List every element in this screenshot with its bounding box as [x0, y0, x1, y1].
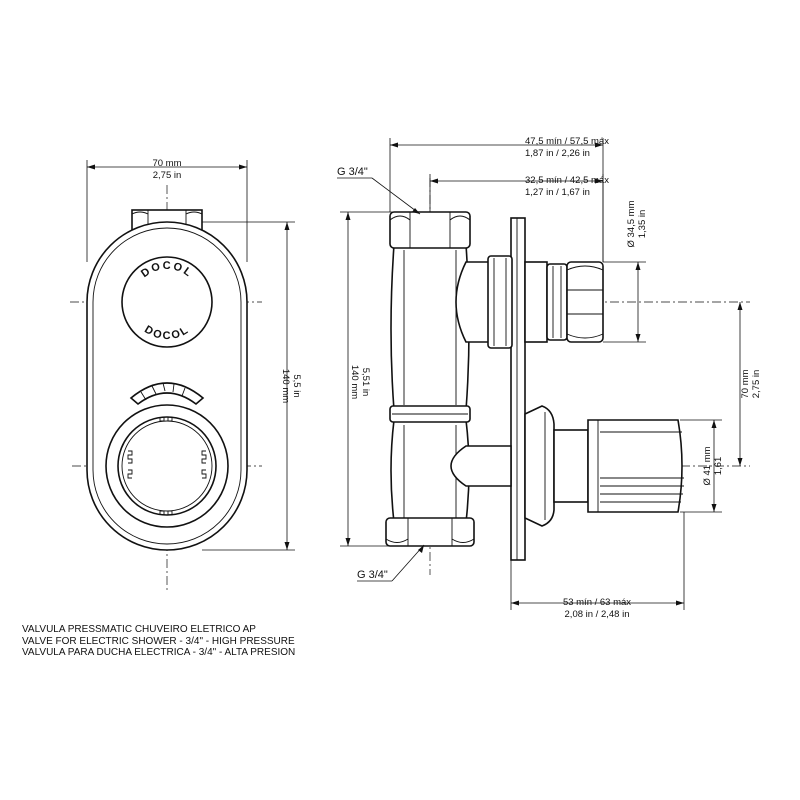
caption-line-es: VALVULA PARA DUCHA ELECTRICA - 3/4" - AL… [22, 647, 296, 659]
spacing-in: 2,75 in [751, 370, 762, 399]
side-view: G 3/4" G 3/4" 47,5 mín / 57,5 máx 1,87 i… [337, 136, 762, 620]
spacing-mm: 70 mm [740, 369, 751, 398]
valve-body [385, 211, 475, 547]
protrusion-in: 2,08 in / 2,48 in [565, 609, 630, 620]
thread-top-text: G 3/4" [337, 166, 368, 178]
front-view: DOCOL DOCOL [70, 158, 302, 590]
knob-dia-mm: Ø 41 mm [702, 446, 713, 485]
front-width-mm: 70 mm [152, 158, 181, 169]
front-height-dimension: 140 mm 5,5 in [202, 221, 302, 551]
knob-dia-in: 1,61 [713, 457, 724, 476]
side-height-in: 5,51 in [360, 368, 371, 397]
handle-ring [105, 404, 229, 528]
side-height-dimension: 140 mm 5,51 in [340, 211, 394, 547]
depth-inner-mm: 32,5 mín / 42,5 máx [525, 175, 609, 186]
product-caption: VALVULA PRESSMATIC CHUVEIRO ELETRICO AP … [22, 624, 295, 659]
control-knob [553, 419, 684, 513]
caption-line-en: VALVE FOR ELECTRIC SHOWER - 3/4" - HIGH … [22, 635, 295, 647]
brand-logo-bottom: DOCOL [142, 323, 192, 342]
depth-outer-mm: 47,5 mín / 57,5 máx [525, 136, 609, 147]
front-height-mm: 140 mm [280, 369, 291, 403]
side-height-mm: 140 mm [349, 365, 360, 399]
protrusion-mm: 53 mín / 63 máx [563, 597, 631, 608]
flow-indicator-icon [129, 382, 205, 406]
protrusion-dimension: 53 mín / 63 máx 2,08 in / 2,48 in [510, 512, 685, 620]
caption-line-pt: VALVULA PRESSMATIC CHUVEIRO ELETRICO AP [22, 624, 256, 635]
lower-branch [450, 405, 555, 527]
thread-bottom-text: G 3/4" [357, 569, 388, 581]
depth-dimension-inner: 32,5 mín / 42,5 máx 1,27 in / 1,67 in [429, 174, 609, 262]
depth-inner-in: 1,27 in / 1,67 in [525, 187, 590, 198]
thread-label-bottom: G 3/4" [357, 544, 425, 582]
outlet-dia-in: 1,35 in [637, 210, 648, 239]
outlet-nut [524, 261, 604, 343]
front-height-in: 5,5 in [291, 374, 302, 397]
push-button: DOCOL DOCOL [121, 256, 213, 348]
spacing-dimension: 70 mm 2,75 in [737, 302, 762, 466]
upper-branch [455, 255, 513, 349]
outlet-diameter-dimension: Ø 34,5 mm 1,35 in [603, 200, 648, 343]
thread-label-top: G 3/4" [337, 166, 421, 215]
depth-outer-in: 1,87 in / 2,26 in [525, 148, 590, 159]
front-width-in: 2,75 in [153, 170, 182, 181]
outlet-dia-mm: Ø 34,5 mm [626, 200, 637, 247]
wall-flange [510, 217, 526, 561]
cover-plate-inner [92, 227, 242, 545]
front-width-dimension: 70 mm 2,75 in [86, 158, 248, 262]
knob-diameter-dimension: Ø 41 mm 1,61 [680, 419, 724, 513]
